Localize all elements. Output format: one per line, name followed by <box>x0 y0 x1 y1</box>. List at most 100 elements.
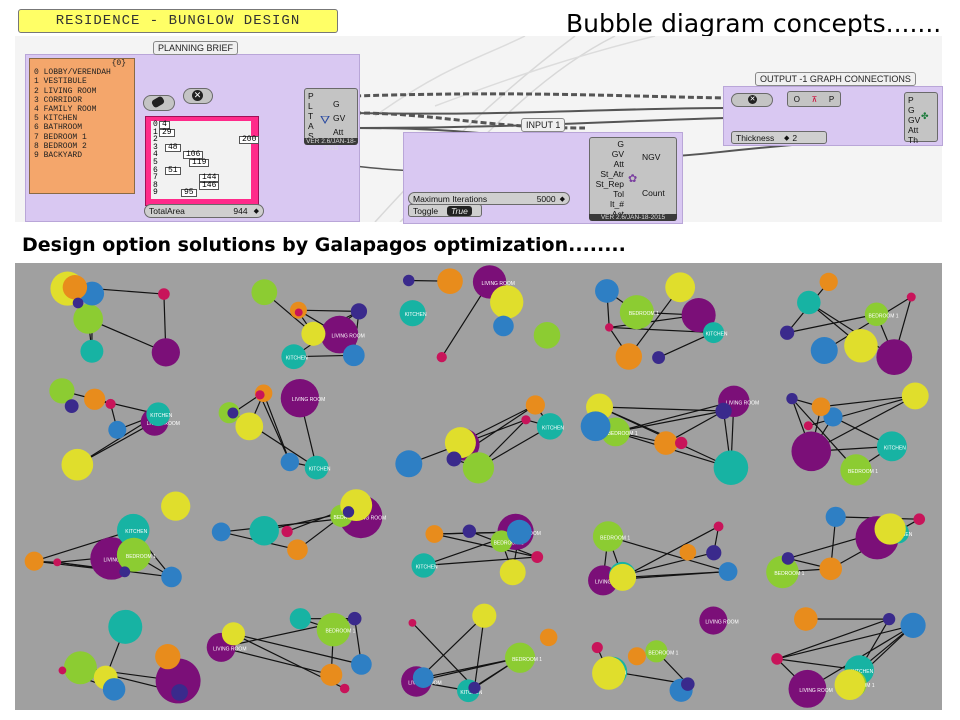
display-input-port[interactable]: P <box>908 95 914 105</box>
graph-input-port[interactable]: T <box>308 111 314 121</box>
merge-component[interactable]: O ⊼ P <box>787 91 841 107</box>
room-label: BEDROOM 1 <box>629 311 659 317</box>
solver-input-port[interactable]: St_Atr <box>600 169 624 179</box>
room-bubble-bedroom2 <box>235 412 264 441</box>
solver-input-port[interactable]: Att <box>613 159 624 169</box>
room-list-item: 1 VESTIBULE <box>34 77 87 87</box>
planning-brief-label: PLANNING BRIEF <box>153 41 239 55</box>
area-value: 200 <box>239 136 260 145</box>
toggle-control[interactable]: Toggle True <box>408 204 482 217</box>
thickness-slider[interactable]: Thickness ◆ 2 <box>731 131 827 144</box>
graph-input-port[interactable]: L <box>308 101 313 111</box>
solver-output-port[interactable]: NGV <box>642 152 661 162</box>
connection-line <box>823 296 912 351</box>
area-index: 4 <box>153 150 158 160</box>
connection-line <box>233 633 362 665</box>
room-bubble-bathroom <box>531 551 544 563</box>
room-bubble-bathroom <box>408 618 417 627</box>
connection-line <box>776 624 914 660</box>
thickness-label: Thickness <box>736 132 775 143</box>
graph-output-port[interactable]: Att <box>333 127 344 137</box>
display-input-port[interactable]: Th <box>908 135 918 145</box>
connection-line <box>622 570 729 578</box>
room-bubble-bathroom <box>158 288 170 300</box>
area-index: 6 <box>153 165 158 175</box>
room-list-item: 2 LIVING ROOM <box>34 86 97 96</box>
graph-output-port[interactable]: G <box>333 99 340 109</box>
room-bubble-backyard <box>819 557 843 581</box>
room-label: BEDROOM 1 <box>848 469 878 475</box>
solver-input-port[interactable]: Tol <box>613 189 624 199</box>
pipe-toggle[interactable] <box>143 95 175 111</box>
graph-input-port[interactable]: P <box>308 91 314 101</box>
room-bubble-kitchen <box>876 431 907 462</box>
room-bubble-family <box>161 566 182 588</box>
room-bubble-corridor <box>72 297 84 309</box>
room-label: LIVING ROOM <box>799 688 832 694</box>
solver-input-port[interactable]: G <box>617 139 624 149</box>
room-label: KITCHEN <box>309 467 331 473</box>
solver-output-port[interactable]: Count <box>642 188 665 198</box>
display-input-port[interactable]: Att <box>908 125 919 135</box>
room-label: KITCHEN <box>150 413 172 419</box>
graph-icon: ⛛ <box>320 113 331 127</box>
connection-line <box>423 657 521 679</box>
room-bubble-living <box>320 315 359 354</box>
display-input-port[interactable]: GV <box>908 115 921 125</box>
output-cull-button[interactable]: ✕ <box>731 93 773 107</box>
connection-line <box>473 615 485 688</box>
room-bubble-bedroom2 <box>301 321 326 346</box>
diamond-icon: ◆ <box>253 208 259 215</box>
room-bubble-family <box>102 678 126 701</box>
room-label: BEDROOM 1 <box>325 629 355 635</box>
room-bubble-bathroom <box>294 308 303 317</box>
solver-input-port[interactable]: St_Rep <box>595 179 624 189</box>
component-title[interactable]: RESIDENCE - BUNGLOW DESIGN <box>18 9 338 33</box>
solver-input-port[interactable]: GV <box>611 149 624 159</box>
room-bubble-kitchen <box>281 344 307 370</box>
room-bubble-family <box>211 522 231 542</box>
room-bubble-bedroom2 <box>161 491 191 521</box>
room-bubble-kitchen <box>399 300 426 327</box>
solver-input-port[interactable]: It_# <box>609 199 624 209</box>
room-bubble-family <box>342 344 365 367</box>
solver-version: VER 2.6/JAN-18-2015 <box>589 214 677 221</box>
toggle-value[interactable]: True <box>447 205 472 216</box>
connection-line <box>787 313 877 334</box>
connection-line <box>607 535 729 573</box>
cull-button[interactable]: ✕ <box>183 88 213 104</box>
area-value: 119 <box>189 158 210 167</box>
connection-line <box>411 622 475 689</box>
room-label: KITCHEN <box>125 529 147 535</box>
area-index: 9 <box>153 188 158 198</box>
room-bubble-bedroom2 <box>592 656 626 690</box>
solution-diagram: BEDROOM 1 <box>780 272 916 375</box>
room-bubble-kitchen <box>797 290 821 315</box>
room-bubble-family <box>395 450 423 478</box>
area-value: 4 <box>159 121 170 129</box>
graph-input-port[interactable]: S <box>308 131 314 141</box>
display-input-port[interactable]: G <box>908 105 915 115</box>
max-iterations-slider[interactable]: Maximum Iterations 5000 ◆ <box>408 192 570 205</box>
connection-line <box>622 525 719 578</box>
graph-output-port[interactable]: GV <box>333 113 346 123</box>
graph-input-port[interactable]: A <box>308 121 314 131</box>
room-bubble-backyard <box>819 272 838 292</box>
room-bubble-bathroom <box>591 641 603 654</box>
room-bubble-bedroom1 <box>316 612 351 647</box>
total-area-slider[interactable]: TotalArea 944 ◆ <box>144 204 264 218</box>
connection-line <box>791 398 857 471</box>
